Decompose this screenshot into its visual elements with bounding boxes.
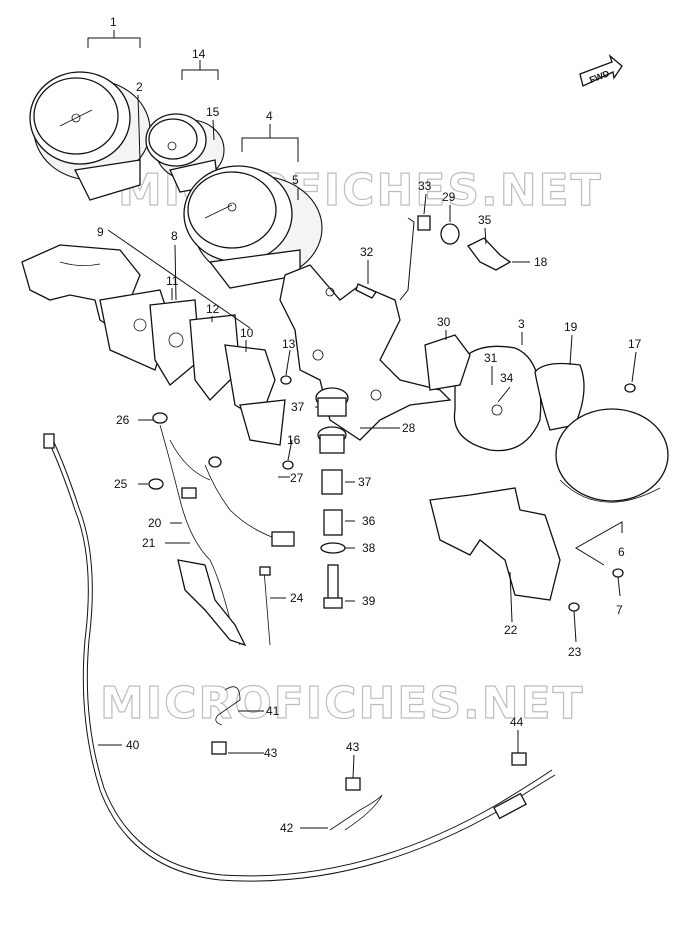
callout-40: 40 bbox=[126, 738, 140, 752]
screws bbox=[280, 375, 636, 612]
callout-labels: 1 2 14 15 4 5 33 29 35 18 32 9 8 11 12 1… bbox=[97, 15, 642, 835]
callout-11: 11 bbox=[166, 274, 179, 288]
callout-32: 32 bbox=[360, 245, 374, 259]
watermark-bottom: MICROFICHES.NET bbox=[100, 678, 585, 729]
mounting-hardware-stack bbox=[315, 387, 349, 609]
callout-22: 22 bbox=[504, 623, 518, 637]
callout-37-lower: 37 bbox=[358, 475, 372, 489]
callout-17: 17 bbox=[628, 337, 642, 351]
callout-42: 42 bbox=[280, 821, 294, 835]
callout-16: 16 bbox=[287, 433, 301, 447]
callout-28: 28 bbox=[402, 421, 416, 435]
lower-bracket bbox=[429, 487, 561, 601]
meter-gauge-large bbox=[183, 165, 323, 289]
callout-37-upper: 37 bbox=[291, 400, 305, 414]
bolt-43b bbox=[345, 777, 361, 791]
callout-10: 10 bbox=[240, 326, 254, 340]
callout-30: 30 bbox=[437, 315, 451, 329]
cable-clamp bbox=[329, 794, 383, 831]
indicator-housing bbox=[453, 345, 542, 452]
callout-14: 14 bbox=[192, 47, 206, 61]
callout-34: 34 bbox=[500, 371, 514, 385]
clamp-stay bbox=[467, 237, 512, 271]
indicator-cup bbox=[555, 408, 669, 503]
callout-23: 23 bbox=[568, 645, 582, 659]
callout-33: 33 bbox=[418, 179, 432, 193]
bolt-43a bbox=[211, 741, 227, 755]
bolt-32 bbox=[355, 283, 377, 299]
callout-19: 19 bbox=[564, 320, 578, 334]
callout-41: 41 bbox=[266, 704, 280, 718]
callout-13: 13 bbox=[282, 337, 296, 351]
callout-43-right: 43 bbox=[346, 740, 360, 754]
grommet bbox=[417, 215, 431, 231]
wiring-harness bbox=[148, 412, 295, 647]
callout-18: 18 bbox=[534, 255, 548, 269]
callout-4: 4 bbox=[266, 109, 273, 123]
leader-lines bbox=[87, 30, 637, 829]
callout-24: 24 bbox=[290, 591, 304, 605]
forward-arrow-icon: FWD bbox=[579, 54, 623, 87]
bulb-socket bbox=[424, 334, 471, 391]
callout-1: 1 bbox=[110, 15, 117, 29]
callout-35: 35 bbox=[478, 213, 492, 227]
callout-12: 12 bbox=[206, 302, 220, 316]
callout-36: 36 bbox=[362, 514, 376, 528]
clamp-spring bbox=[215, 686, 241, 726]
callout-25: 25 bbox=[114, 477, 128, 491]
cushion bbox=[440, 223, 460, 245]
callout-26: 26 bbox=[116, 413, 130, 427]
callout-8: 8 bbox=[171, 229, 178, 243]
callout-9: 9 bbox=[97, 225, 104, 239]
callout-7: 7 bbox=[616, 603, 623, 617]
callout-38: 38 bbox=[362, 541, 376, 555]
speedometer-cable bbox=[43, 433, 556, 882]
callout-44: 44 bbox=[510, 715, 524, 729]
callout-43-left: 43 bbox=[264, 746, 278, 760]
callout-3: 3 bbox=[518, 317, 525, 331]
meter-panel-plates bbox=[99, 289, 286, 446]
cable-tie bbox=[263, 569, 271, 646]
bolt-44 bbox=[511, 752, 527, 766]
callout-5: 5 bbox=[292, 173, 299, 187]
callout-27: 27 bbox=[290, 471, 304, 485]
callout-31: 31 bbox=[484, 351, 498, 365]
callout-29: 29 bbox=[442, 190, 456, 204]
speedometer-gauge bbox=[29, 71, 151, 201]
callout-2: 2 bbox=[136, 80, 143, 94]
callout-21: 21 bbox=[142, 536, 156, 550]
callout-20: 20 bbox=[148, 516, 162, 530]
callout-15: 15 bbox=[206, 105, 220, 119]
callout-39: 39 bbox=[362, 594, 376, 608]
tachometer-gauge bbox=[145, 113, 225, 193]
rim-ring bbox=[534, 362, 585, 431]
callout-6: 6 bbox=[618, 545, 625, 559]
